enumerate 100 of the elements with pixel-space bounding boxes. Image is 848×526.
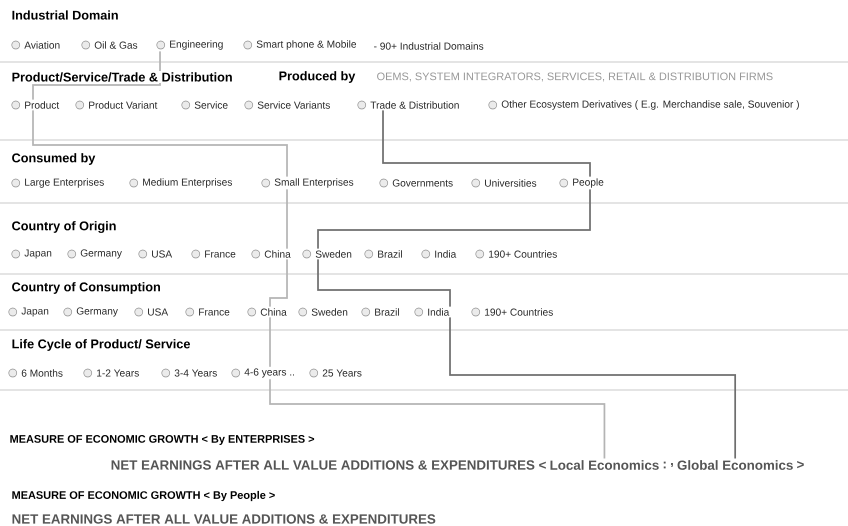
node-label: Product Variant — [89, 101, 158, 109]
radio-option: Service Variants — [244, 100, 330, 110]
radio-option: Aviation — [11, 40, 60, 50]
connector-line — [32, 51, 161, 100]
section-heading: Industrial Domain — [10, 9, 120, 21]
connector-line — [317, 259, 451, 307]
node-label: 4-6 years .. — [244, 368, 294, 378]
radio-option: China — [251, 250, 291, 258]
node-label: Trade & Distribution — [370, 101, 459, 109]
connector-line — [449, 317, 736, 458]
node-label: 190+ Countries — [485, 308, 553, 316]
radio-option: Sweden — [298, 308, 348, 316]
radio-option: Other Ecosystem Derivatives ( E.g. Merchandise sale, Souvenior ) — [488, 100, 799, 110]
radio-option: France — [185, 308, 230, 316]
node-label: China — [264, 250, 291, 258]
earnings-option: Local Economics — [550, 460, 659, 470]
node-label: Large Enterprises — [25, 178, 104, 188]
radio-option: Medium Enterprises — [129, 178, 232, 188]
node-label: People — [573, 178, 604, 188]
earnings-text: , — [671, 462, 673, 468]
connector-line — [269, 317, 271, 367]
radio-option: People — [559, 178, 604, 188]
node-label: Governments — [392, 179, 453, 187]
section-heading: Produced by — [277, 70, 357, 84]
node-label: China — [260, 308, 287, 316]
node-label: Oil & Gas — [94, 41, 138, 49]
radio-option: Large Enterprises — [11, 178, 104, 188]
radio-option: Product Variant — [75, 100, 158, 110]
radio-option: Trade & Distribution — [357, 100, 459, 110]
node-label: 1-2 Years — [97, 369, 139, 377]
radio-option: 3-4 Years — [161, 368, 217, 378]
node-label: USA — [152, 250, 172, 258]
measure-heading: MEASURE OF ECONOMIC GROWTH < By People > — [12, 490, 275, 502]
radio-option: Brazil — [361, 308, 399, 316]
node-label: Service — [194, 101, 228, 109]
connector-line — [32, 110, 288, 177]
earnings-text: NET EARNINGS AFTER ALL VALUE ADDITIONS & EXPENDITURES < — [112, 460, 546, 470]
node-label: Germany — [80, 249, 122, 259]
node-label: Japan — [24, 249, 52, 259]
radio-option: Germany — [67, 249, 122, 259]
section-heading: Country of Consumption — [10, 280, 162, 296]
radio-option: India — [421, 250, 456, 258]
node-label: Brazil — [378, 250, 402, 258]
radio-option: Service — [181, 100, 228, 110]
node-label: Product — [25, 101, 60, 109]
connector-line — [382, 110, 591, 177]
radio-option: Japan — [11, 249, 52, 259]
radio-option: Japan — [8, 307, 48, 317]
node-label: Service Variants — [258, 101, 330, 109]
measure-heading: MEASURE OF ECONOMIC GROWTH < By ENTERPRISES > — [10, 435, 314, 445]
node-label: 3-4 Years — [174, 369, 217, 377]
radio-option: 190+ Countries — [471, 308, 553, 316]
earnings-text: : — [664, 462, 666, 468]
radio-option: Sweden — [302, 250, 352, 258]
earnings-text: > — [797, 461, 804, 468]
node-label: Brazil — [375, 308, 399, 316]
radio-option: France — [191, 250, 236, 258]
node-label: India — [435, 250, 456, 258]
producer-text: OEMS, SYSTEM INTEGRATORS, SERVICES, RETAIL & DISTRIBUTION FIRMS — [377, 72, 773, 82]
connector-line — [269, 259, 288, 307]
node-label: Sweden — [312, 308, 348, 316]
radio-option: USA — [138, 250, 172, 258]
node-label: France — [205, 250, 236, 258]
section-heading: Product/Service/Trade & Distribution — [10, 70, 234, 84]
earnings-option: Global Economics — [678, 460, 793, 470]
radio-option: 1-2 Years — [83, 368, 139, 378]
node-label: Sweden — [316, 250, 352, 258]
section-heading: Life Cycle of Product/ Service — [10, 338, 192, 352]
node-label: Germany — [76, 307, 118, 317]
section-heading: Consumed by — [10, 152, 97, 166]
node-label: Aviation — [24, 41, 60, 49]
radio-option: 25 Years — [309, 368, 362, 378]
radio-option: Engineering — [156, 40, 223, 50]
node-label: Japan — [21, 307, 48, 317]
connector-line — [269, 379, 606, 458]
radio-option: Product — [11, 100, 60, 110]
earnings-text: NET EARNINGS AFTER ALL VALUE ADDITIONS & EXPENDITURES — [12, 514, 436, 524]
node-label: 25 Years — [322, 369, 362, 377]
radio-option: India — [414, 308, 450, 316]
node-label: India — [428, 308, 450, 316]
note-text: - 90+ Industrial Domains — [374, 42, 484, 50]
radio-option: Brazil — [364, 250, 402, 258]
radio-option: Oil & Gas — [81, 40, 138, 50]
radio-option: USA — [134, 308, 168, 316]
radio-option: Small Enterprises — [261, 178, 354, 188]
connector-line — [317, 189, 591, 249]
radio-option: Germany — [63, 307, 118, 317]
node-label: USA — [148, 308, 168, 316]
node-label: 190+ Countries — [489, 250, 557, 258]
radio-option: 6 Months — [8, 368, 63, 378]
section-heading: Country of Origin — [10, 220, 118, 234]
connector-line — [286, 189, 288, 249]
radio-option: Smart phone & Mobile — [243, 40, 356, 50]
node-label: Engineering — [170, 40, 223, 50]
radio-option: 4-6 years .. — [231, 368, 294, 378]
node-label: France — [199, 308, 230, 316]
radio-option: Universities — [471, 178, 536, 188]
radio-option: 190+ Countries — [475, 250, 557, 258]
radio-option: China — [247, 308, 287, 316]
node-label: 6 Months — [22, 369, 63, 377]
